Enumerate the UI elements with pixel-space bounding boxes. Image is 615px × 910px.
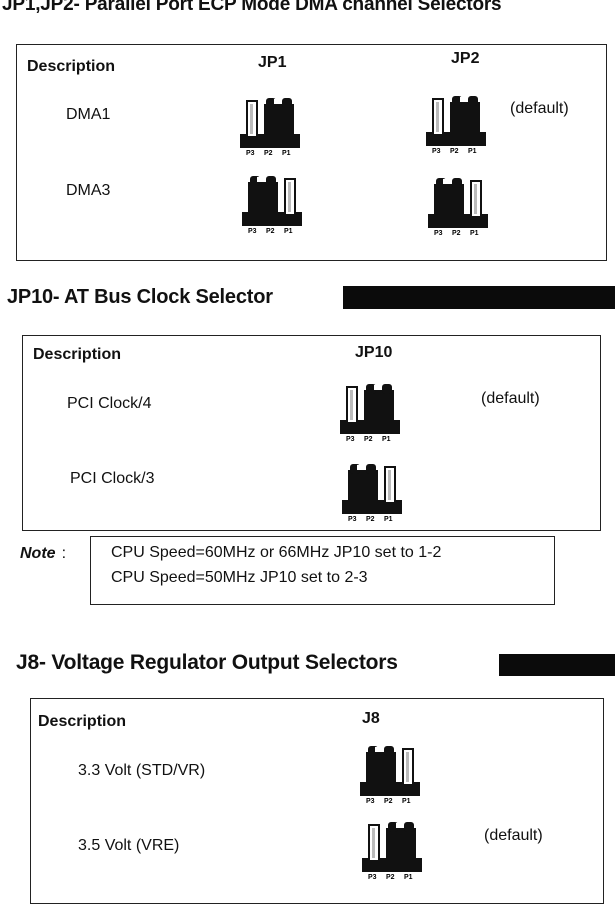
jp2-dma1-jumper: P3 P2 P1	[426, 94, 488, 154]
row-label-dma1: DMA1	[66, 106, 111, 123]
pin-label: P1	[404, 874, 413, 880]
jp1-dma1-jumper: P3 P2 P1	[240, 96, 302, 156]
note-label-text: Note	[20, 545, 56, 562]
row-label-pci-clock-4: PCI Clock/4	[67, 395, 152, 412]
jp1-jp2-table	[16, 44, 607, 261]
note-box	[90, 536, 555, 605]
pin-label: P2	[364, 436, 373, 442]
decorative-black-bar	[499, 654, 615, 676]
jp10-pci-clock-4-jumper: P3 P2 P1	[340, 382, 402, 442]
pin-label: P3	[432, 148, 441, 154]
pin-label: P3	[434, 230, 443, 236]
default-note-dma1: (default)	[510, 100, 569, 117]
pin-label: P1	[282, 150, 291, 156]
pin-label: P1	[284, 228, 293, 234]
jp2-dma3-jumper: P3 P2 P1	[428, 176, 490, 236]
pin-label: P1	[382, 436, 391, 442]
pin-label: P2	[386, 874, 395, 880]
row-label-pci-clock-3: PCI Clock/3	[70, 470, 155, 487]
pin-label: P1	[468, 148, 477, 154]
default-note-pci-clock-4: (default)	[481, 390, 540, 407]
pin-label: P3	[346, 436, 355, 442]
pin-label: P3	[366, 798, 375, 804]
note-label: Note:	[20, 545, 66, 563]
pin-label: P2	[450, 148, 459, 154]
row-label-3-5-volt: 3.5 Volt (VRE)	[78, 837, 180, 854]
column-header-description: Description	[33, 346, 122, 363]
jp10-pci-clock-3-jumper: P3 P2 P1	[342, 462, 404, 522]
pin-label: P3	[248, 228, 257, 234]
decorative-black-bar	[343, 286, 615, 309]
column-header-description: Description	[38, 713, 127, 730]
column-header-jp10: JP10	[355, 344, 393, 361]
note-label-colon: :	[61, 545, 67, 562]
pin-label: P1	[384, 516, 393, 522]
note-line-1: CPU Speed=60MHz or 66MHz JP10 set to 1-2	[111, 544, 442, 561]
jp10-table	[22, 335, 601, 531]
pin-label: P3	[368, 874, 377, 880]
jp1-dma3-jumper: P3 P2 P1	[242, 174, 304, 234]
pin-label: P2	[366, 516, 375, 522]
section-title-jp1-jp2: JP1,JP2- Parallel Port ECP Mode DMA chan…	[2, 0, 502, 15]
pin-label: P2	[384, 798, 393, 804]
column-header-description: Description	[27, 58, 116, 75]
pin-label: P2	[452, 230, 461, 236]
pin-label: P1	[470, 230, 479, 236]
column-header-jp1: JP1	[258, 54, 287, 71]
pin-label: P3	[246, 150, 255, 156]
pin-label: P1	[402, 798, 411, 804]
pin-label: P3	[348, 516, 357, 522]
column-header-jp2: JP2	[451, 50, 480, 67]
j8-3-5-volt-jumper: P3 P2 P1	[362, 820, 424, 880]
j8-3-3-volt-jumper: P3 P2 P1	[360, 744, 422, 804]
note-line-2: CPU Speed=50MHz JP10 set to 2-3	[111, 569, 368, 586]
pin-label: P2	[264, 150, 273, 156]
default-note-3-5-volt: (default)	[484, 827, 543, 844]
pin-label: P2	[266, 228, 275, 234]
column-header-j8: J8	[362, 710, 380, 727]
section-title-jp10: JP10- AT Bus Clock Selector	[7, 286, 273, 308]
j8-table	[30, 698, 604, 904]
row-label-3-3-volt: 3.3 Volt (STD/VR)	[78, 762, 206, 779]
row-label-dma3: DMA3	[66, 182, 111, 199]
section-title-j8: J8- Voltage Regulator Output Selectors	[16, 651, 398, 674]
